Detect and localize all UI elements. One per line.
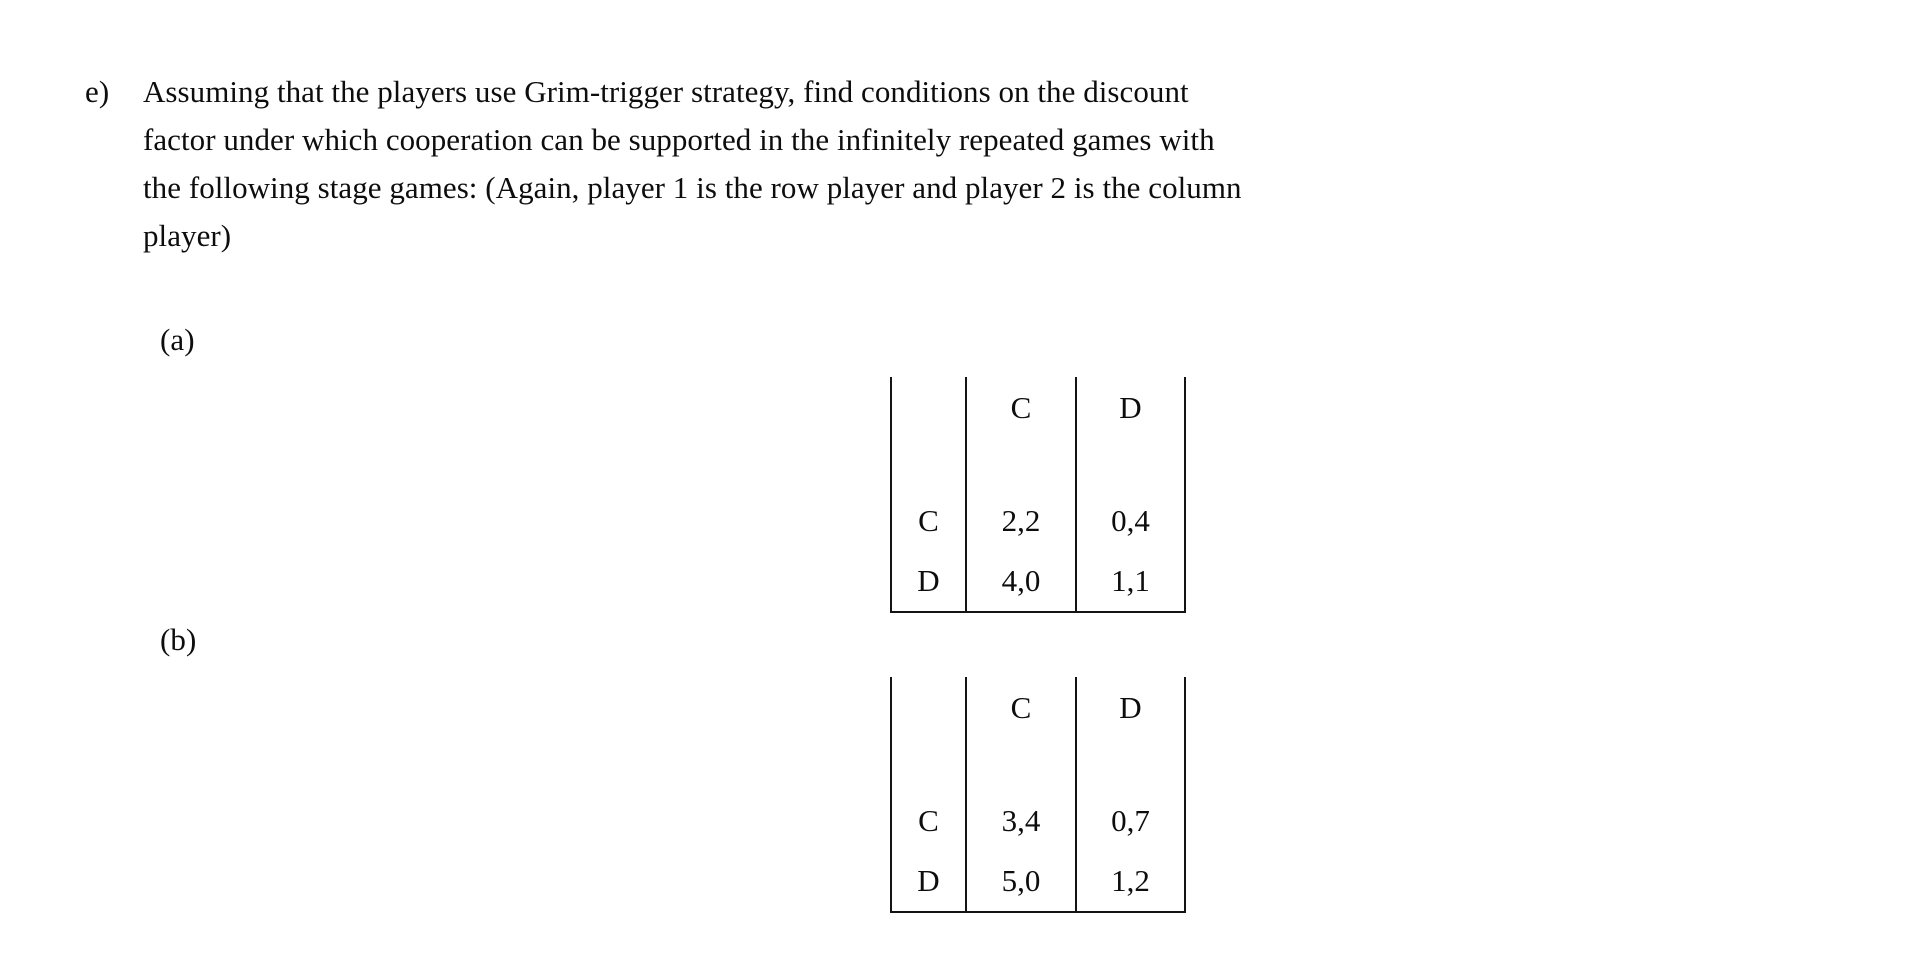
question-block: e) Assuming that the players use Grim-tr…	[85, 68, 1497, 260]
matrix-b-row-c: C 3,4 0,7	[890, 791, 1186, 851]
question-line-3: the following stage games: (Again, playe…	[143, 170, 1242, 205]
question-line-1: Assuming that the players use Grim-trigg…	[143, 74, 1189, 109]
matrix-a-corner	[890, 377, 967, 439]
matrix-b-spacer-cell-3	[1075, 739, 1186, 791]
question-marker: e)	[85, 74, 110, 109]
matrix-a-spacer-cell-2	[965, 439, 1077, 491]
matrix-b-cell-dc: 5,0	[965, 851, 1077, 913]
matrix-b-row-header-1: C	[890, 791, 967, 851]
matrix-b-col-header-2: D	[1075, 677, 1186, 739]
matrix-b-spacer-cell-1	[890, 739, 967, 791]
matrix-a-row-c: C 2,2 0,4	[890, 491, 1186, 551]
question-text: Assuming that the players use Grim-trigg…	[143, 68, 1497, 260]
matrix-a-spacer-cell-1	[890, 439, 967, 491]
part-b-label: (b)	[160, 622, 197, 657]
question-row: e) Assuming that the players use Grim-tr…	[85, 68, 1497, 260]
matrix-a-cell-dd: 1,1	[1075, 551, 1186, 613]
matrix-a-col-header-1: C	[965, 377, 1077, 439]
matrix-a-row-header-1: C	[890, 491, 967, 551]
matrix-b-row-header-2: D	[890, 851, 967, 913]
matrix-b-cell-cc: 3,4	[965, 791, 1077, 851]
matrix-a-header-row: C D	[890, 377, 1186, 439]
matrix-b-row-d: D 5,0 1,2	[890, 851, 1186, 913]
matrix-b-header-row: C D	[890, 677, 1186, 739]
matrix-b-cell-cd: 0,7	[1075, 791, 1186, 851]
matrix-a-cell-dc: 4,0	[965, 551, 1077, 613]
question-line-2: factor under which cooperation can be su…	[143, 122, 1215, 157]
payoff-matrix-b: C D C 3,4 0,7 D 5,0 1,2	[890, 677, 1186, 913]
matrix-a-spacer-row	[890, 439, 1186, 491]
matrix-a-cell-cd: 0,4	[1075, 491, 1186, 551]
question-line-4: player)	[143, 218, 232, 253]
matrix-b-col-header-1: C	[965, 677, 1077, 739]
matrix-a-spacer-cell-3	[1075, 439, 1186, 491]
matrix-a-cell-cc: 2,2	[965, 491, 1077, 551]
matrix-b-spacer-row	[890, 739, 1186, 791]
matrix-b-corner	[890, 677, 967, 739]
part-a-label: (a)	[160, 322, 195, 357]
matrix-a-col-header-2: D	[1075, 377, 1186, 439]
matrix-b-cell-dd: 1,2	[1075, 851, 1186, 913]
payoff-matrix-a: C D C 2,2 0,4 D 4,0 1,1	[890, 377, 1186, 613]
matrix-a-row-d: D 4,0 1,1	[890, 551, 1186, 613]
matrix-b-spacer-cell-2	[965, 739, 1077, 791]
matrix-a-row-header-2: D	[890, 551, 967, 613]
